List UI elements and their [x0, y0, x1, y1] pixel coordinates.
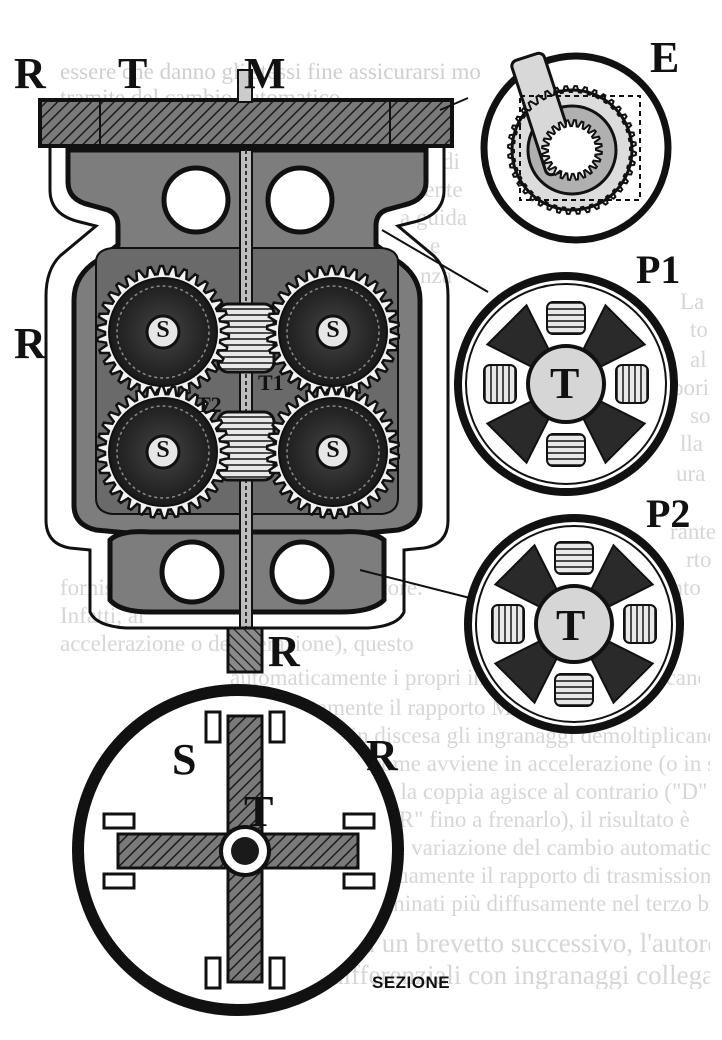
- label-r-section: R: [366, 731, 398, 780]
- p1-rotor-internals: [483, 301, 649, 467]
- planet-gear: [95, 384, 231, 520]
- label-r-bottom: R: [268, 627, 300, 676]
- label-s-gear-2: S: [326, 317, 340, 343]
- background-text-line: al: [690, 347, 707, 372]
- background-text-line: La: [680, 289, 705, 314]
- housing-outline: [44, 146, 450, 630]
- label-e: E: [650, 33, 680, 82]
- planet-gear: [265, 384, 401, 520]
- rotor-coil: [546, 301, 586, 335]
- background-text-line: lla: [680, 431, 703, 456]
- p2-rotor-internals: [491, 541, 657, 707]
- rotor-coil: [554, 673, 594, 707]
- label-s-gear-4: S: [326, 437, 340, 463]
- section-caption: SEZIONE: [372, 973, 451, 992]
- label-p1: P1: [636, 247, 681, 292]
- e-rotor-teeth: [506, 84, 638, 216]
- background-text-line: di: [442, 149, 460, 174]
- background-text-line: Con un brevetto successivo, l'autore sos…: [330, 930, 710, 957]
- label-r-left: R: [14, 319, 46, 368]
- rotor-coil: [623, 604, 657, 644]
- planet-gear: [265, 264, 401, 400]
- background-text-line: a guida: [400, 205, 468, 230]
- label-t1: T1: [258, 370, 284, 395]
- central-shaft: [226, 69, 264, 674]
- rotor-coil: [615, 364, 649, 404]
- label-s-gear-1: S: [156, 317, 170, 343]
- section-view: [72, 684, 404, 1016]
- background-text-line: to: [690, 317, 708, 342]
- label-t-p1: T: [550, 359, 580, 408]
- background-text-line: pori: [672, 375, 710, 400]
- background-text-line: rto: [686, 547, 712, 572]
- rotor-coil: [554, 541, 594, 575]
- background-text-line: ura: [676, 461, 706, 486]
- label-s-section: S: [172, 735, 197, 784]
- background-text-line: e: [430, 233, 441, 258]
- label-m: M: [244, 49, 286, 98]
- label-t-top: T: [118, 49, 148, 98]
- label-s-gear-3: S: [156, 437, 170, 463]
- background-text-line: rante: [670, 519, 716, 544]
- label-p2: P2: [646, 491, 691, 536]
- background-text-line: so: [690, 403, 711, 428]
- rotor-coil: [546, 433, 586, 467]
- label-t-section: T: [244, 787, 274, 836]
- rotor-coil: [491, 604, 525, 644]
- gear-group: [95, 264, 401, 520]
- background-text-line: differenziali con ingranaggi collegati c…: [330, 962, 710, 989]
- rotor-coil: [483, 364, 517, 404]
- label-t-p2: T: [556, 601, 586, 650]
- label-r-top: R: [14, 49, 46, 98]
- background-text-line: essere che danno gli stessi fine assicur…: [60, 59, 480, 84]
- planet-gear: [95, 264, 231, 400]
- label-t2: T2: [196, 392, 222, 417]
- leader-lines: [359, 97, 489, 599]
